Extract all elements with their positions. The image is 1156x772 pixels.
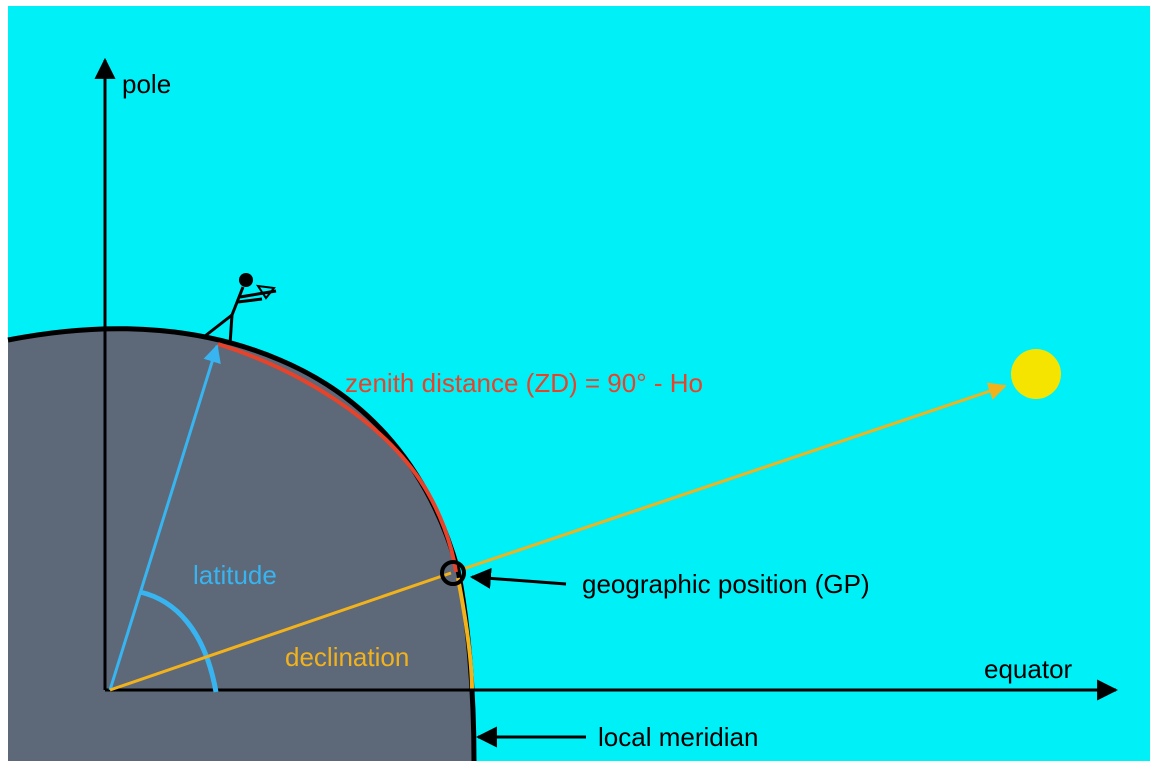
sun-icon — [1011, 349, 1061, 399]
latitude-angle-arc — [139, 589, 219, 693]
gp-pointer-arrow — [469, 567, 567, 589]
pole-label: pole — [122, 69, 171, 99]
geographic-position-label: geographic position (GP) — [582, 569, 870, 599]
zenith-distance-arc — [217, 342, 458, 573]
equator-label: equator — [984, 654, 1073, 684]
declination-label: declination — [285, 642, 409, 672]
local-meridian-label: local meridian — [598, 722, 758, 752]
sun-direction-line — [462, 382, 1007, 571]
zenith-distance-label: zenith distance (ZD) = 90° - Ho — [345, 368, 703, 398]
declination-line — [109, 571, 452, 692]
earth-disc — [8, 328, 474, 761]
observer-figure-icon — [204, 273, 277, 345]
geographic-position-marker — [440, 560, 466, 586]
latitude-line — [108, 344, 221, 691]
latitude-label: latitude — [193, 560, 277, 590]
declination-arc — [456, 577, 474, 691]
